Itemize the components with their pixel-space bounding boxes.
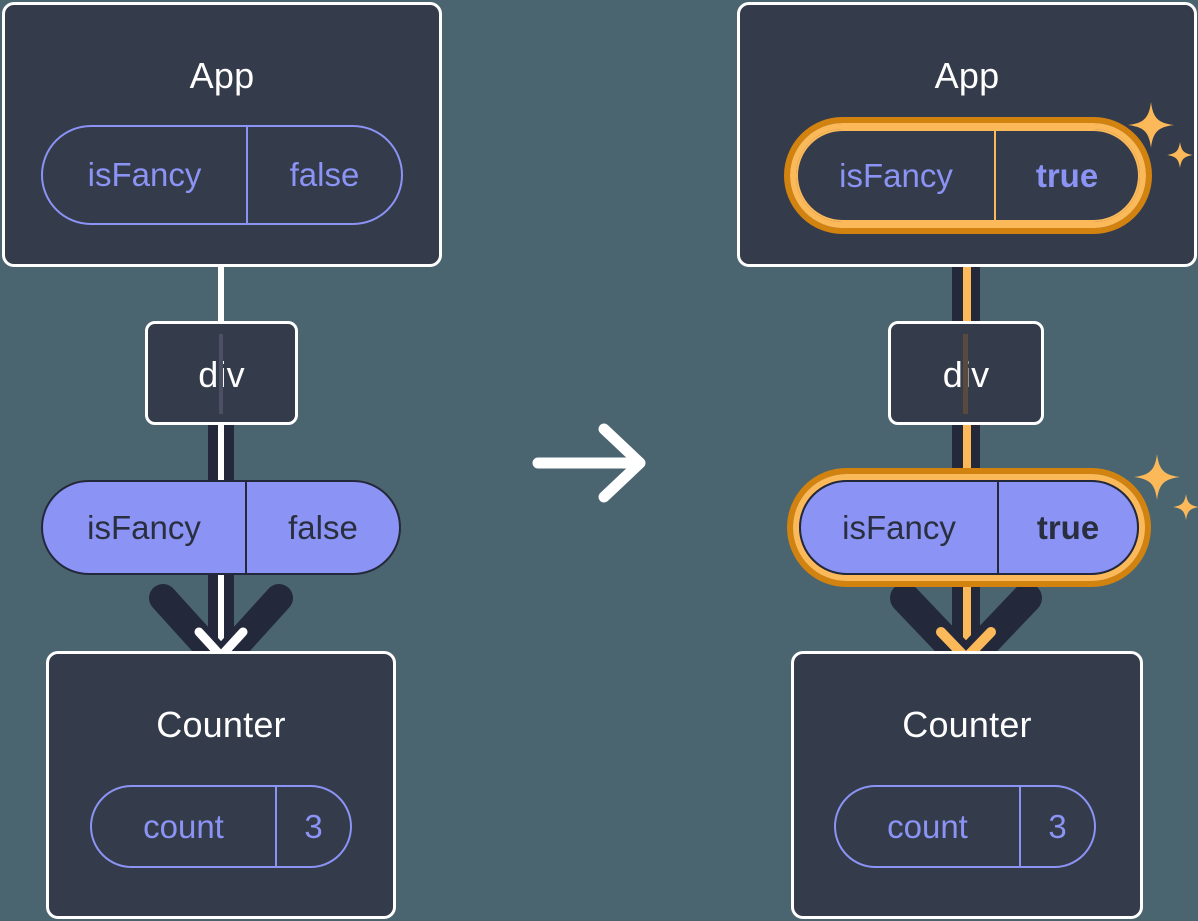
component-title-counter-after: Counter	[902, 704, 1032, 745]
prop-pill-value: false	[245, 482, 399, 573]
transition-right-arrow-icon	[532, 423, 646, 503]
state-pill-value: false	[246, 127, 401, 223]
state-pill-value: true	[994, 131, 1138, 220]
state-pill-isfancy-app-after: isFancy true	[796, 129, 1140, 222]
component-title-app-before: App	[189, 55, 255, 96]
state-pill-count-counter-before: count 3	[90, 785, 352, 868]
prop-pill-key: isFancy	[87, 508, 201, 546]
state-pill-value: 3	[1019, 787, 1094, 866]
connector-div-to-prop-after	[952, 423, 980, 485]
prop-pill-value: true	[997, 482, 1137, 573]
connector-div-to-prop-before	[208, 423, 234, 485]
component-title-counter-before: Counter	[156, 704, 286, 745]
state-pill-count-counter-after: count 3	[834, 785, 1096, 868]
state-pill-isfancy-app-before: isFancy false	[41, 125, 403, 225]
state-pill-key: count	[887, 807, 968, 845]
connector-app-to-div-before	[218, 262, 224, 324]
prop-pill-key: isFancy	[842, 508, 956, 546]
prop-pill-isfancy-after: isFancy true	[799, 480, 1139, 575]
sparkle-icon-prop-after	[1134, 454, 1198, 520]
passthrough-hint-after	[963, 334, 968, 414]
state-pill-key: count	[143, 807, 224, 845]
state-pill-key: isFancy	[87, 156, 202, 193]
sparkle-icon-app-after	[1128, 102, 1193, 168]
component-title-app-after: App	[934, 55, 1000, 96]
state-pill-value: 3	[275, 787, 350, 866]
passthrough-hint-before	[219, 334, 223, 414]
state-pill-key: isFancy	[839, 156, 953, 194]
prop-pill-isfancy-before: isFancy false	[41, 480, 401, 575]
